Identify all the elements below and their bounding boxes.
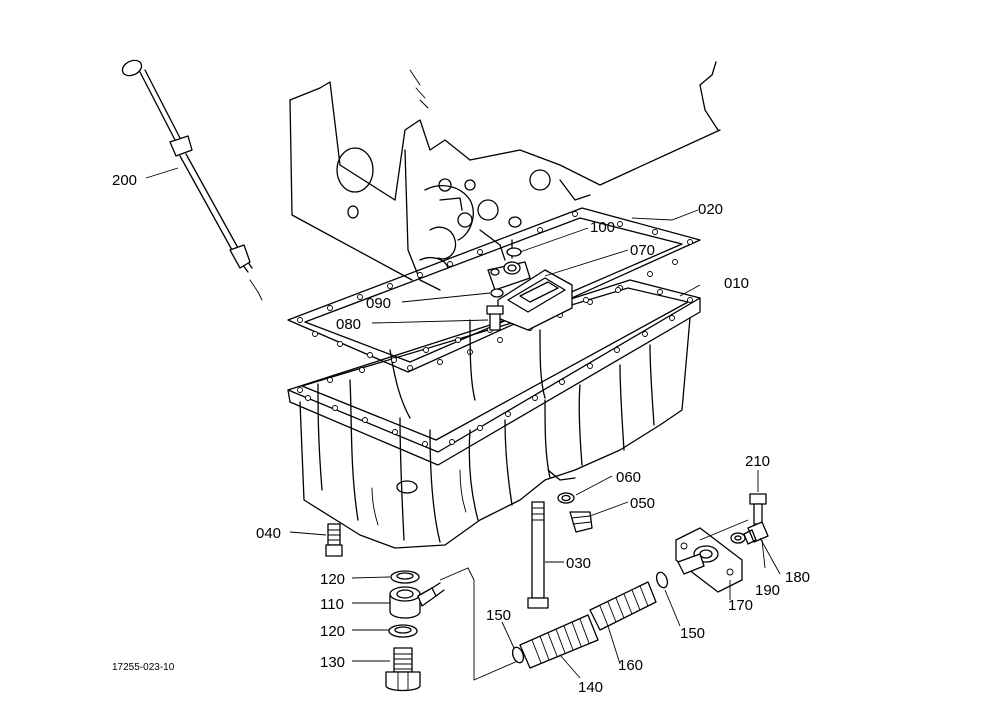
hose-clamp-150-left (511, 646, 525, 664)
label-120-bottom: 120 (320, 623, 345, 640)
gasket-ring-120-bottom (388, 624, 418, 638)
bolt-080 (486, 305, 504, 331)
hose-160 (589, 581, 657, 631)
drain-plug-130 (385, 647, 421, 692)
label-140: 140 (578, 679, 603, 696)
label-090: 090 (366, 295, 391, 312)
engine-block (289, 61, 721, 291)
leader-lines (145, 167, 781, 679)
label-060: 060 (616, 469, 641, 486)
gasket-ring-120-top (390, 570, 420, 584)
washer-060 (557, 492, 575, 504)
bolt-040 (325, 523, 343, 557)
hose-routing-line (439, 567, 521, 681)
hose-140 (519, 614, 599, 669)
label-100: 100 (590, 219, 615, 236)
label-050: 050 (630, 495, 655, 512)
label-120-top: 120 (320, 571, 345, 588)
bracket-170 (675, 527, 743, 593)
label-180: 180 (785, 569, 810, 586)
part-labels: 200 020 100 070 010 090 080 060 210 050 … (112, 172, 810, 696)
label-190: 190 (755, 582, 780, 599)
bolt-180 (743, 521, 769, 545)
label-010: 010 (724, 275, 749, 292)
label-130: 130 (320, 654, 345, 671)
o-ring-090 (490, 288, 504, 298)
label-030: 030 (566, 555, 591, 572)
label-170: 170 (728, 597, 753, 614)
label-210: 210 (745, 453, 770, 470)
banjo-fitting-110 (389, 582, 445, 619)
label-150-right: 150 (680, 625, 705, 642)
label-110: 110 (320, 596, 344, 613)
hose-clamp-150-right (655, 571, 669, 589)
label-080: 080 (336, 316, 361, 333)
label-020: 020 (698, 201, 723, 218)
washer-190 (730, 532, 746, 544)
plug-050 (569, 511, 593, 533)
label-200: 200 (112, 172, 137, 189)
drawing-reference-code: 17255-023-10 (112, 662, 175, 673)
bolt-210 (749, 493, 767, 525)
label-070: 070 (630, 242, 655, 259)
dipstick (121, 59, 263, 301)
label-160: 160 (618, 657, 643, 674)
label-150-left: 150 (486, 607, 511, 624)
stud-030 (527, 501, 549, 609)
label-040: 040 (256, 525, 281, 542)
oil-strainer (487, 239, 573, 331)
